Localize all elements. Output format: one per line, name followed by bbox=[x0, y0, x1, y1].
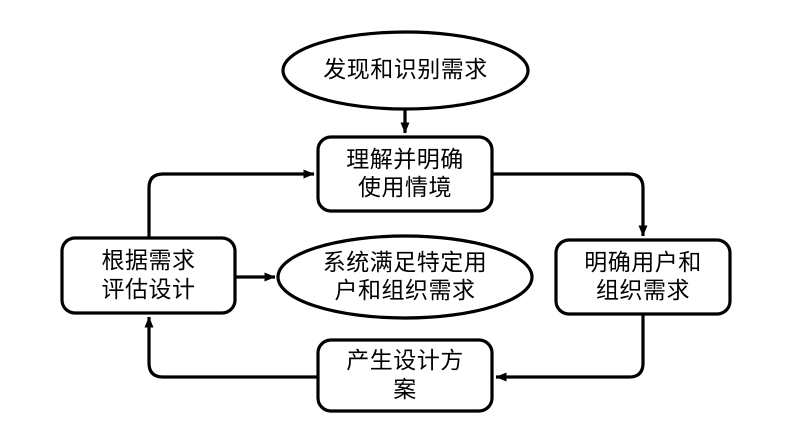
node-discover bbox=[281, 30, 530, 111]
node-understand-context bbox=[316, 135, 494, 213]
node-produce-design bbox=[316, 338, 494, 413]
edge-understand-to-clarify bbox=[492, 172, 648, 237]
node-system-satisfies bbox=[276, 234, 534, 320]
node-clarify-needs bbox=[554, 238, 732, 316]
edge-evaluate-to-understand bbox=[147, 169, 315, 238]
edge-produce-to-evaluate bbox=[144, 316, 318, 379]
edge-clarify-to-produce bbox=[495, 314, 645, 382]
node-evaluate-design bbox=[60, 236, 237, 315]
